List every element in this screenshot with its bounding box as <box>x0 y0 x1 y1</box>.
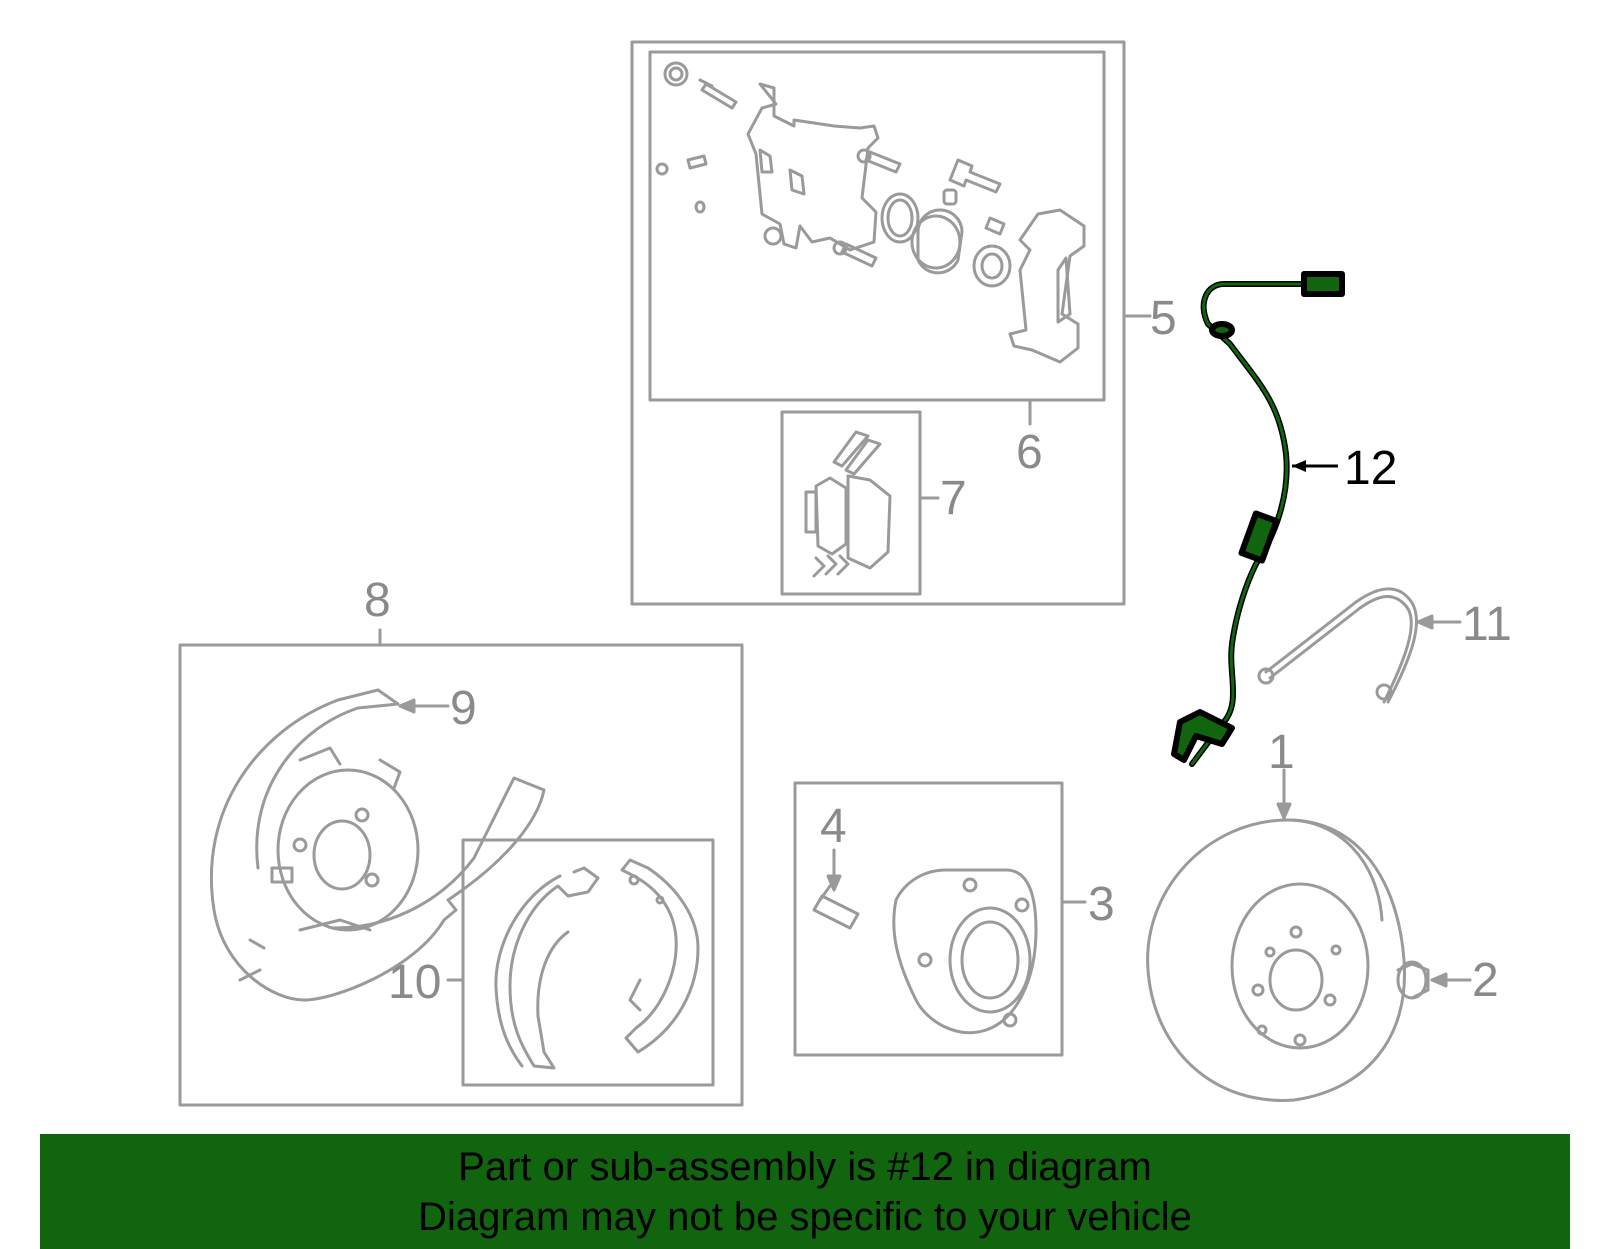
callout-1: 1 <box>1268 726 1295 779</box>
callout-11: 11 <box>1462 598 1512 651</box>
wheel-speed-sensor-highlighted <box>1171 271 1345 767</box>
box-caliper-subassembly <box>648 50 1106 402</box>
backing-plate <box>209 688 546 1002</box>
brake-rotor <box>1146 818 1407 1102</box>
callout-9: 9 <box>450 682 477 735</box>
banner-line-part-number: Part or sub-assembly is #12 in diagram <box>458 1145 1152 1189</box>
callout-6: 6 <box>1016 426 1043 479</box>
callout-2: 2 <box>1472 954 1499 1007</box>
info-banner: Part or sub-assembly is #12 in diagram D… <box>40 1134 1570 1249</box>
callout-10: 10 <box>388 956 441 1009</box>
box-hub-assembly <box>793 781 1064 1057</box>
callout-5: 5 <box>1150 292 1177 345</box>
callout-4: 4 <box>820 800 847 853</box>
callout-8: 8 <box>364 574 391 627</box>
brake-hose <box>1257 587 1418 704</box>
caliper-parts <box>655 61 1086 364</box>
banner-line-disclaimer: Diagram may not be specific to your vehi… <box>418 1195 1192 1239</box>
box-brake-pads <box>780 410 922 596</box>
box-caliper-assembly <box>630 40 1126 606</box>
wheel-hub <box>812 868 1038 1035</box>
callout-3: 3 <box>1088 878 1115 931</box>
box-backing-plate-assembly <box>178 643 744 1107</box>
callout-7: 7 <box>940 472 967 525</box>
brake-pads <box>804 430 892 578</box>
parking-brake-shoes <box>494 858 700 1070</box>
cap-part-2 <box>1396 960 1430 1000</box>
box-parking-shoes <box>461 838 715 1087</box>
callout-12: 12 <box>1344 442 1397 495</box>
